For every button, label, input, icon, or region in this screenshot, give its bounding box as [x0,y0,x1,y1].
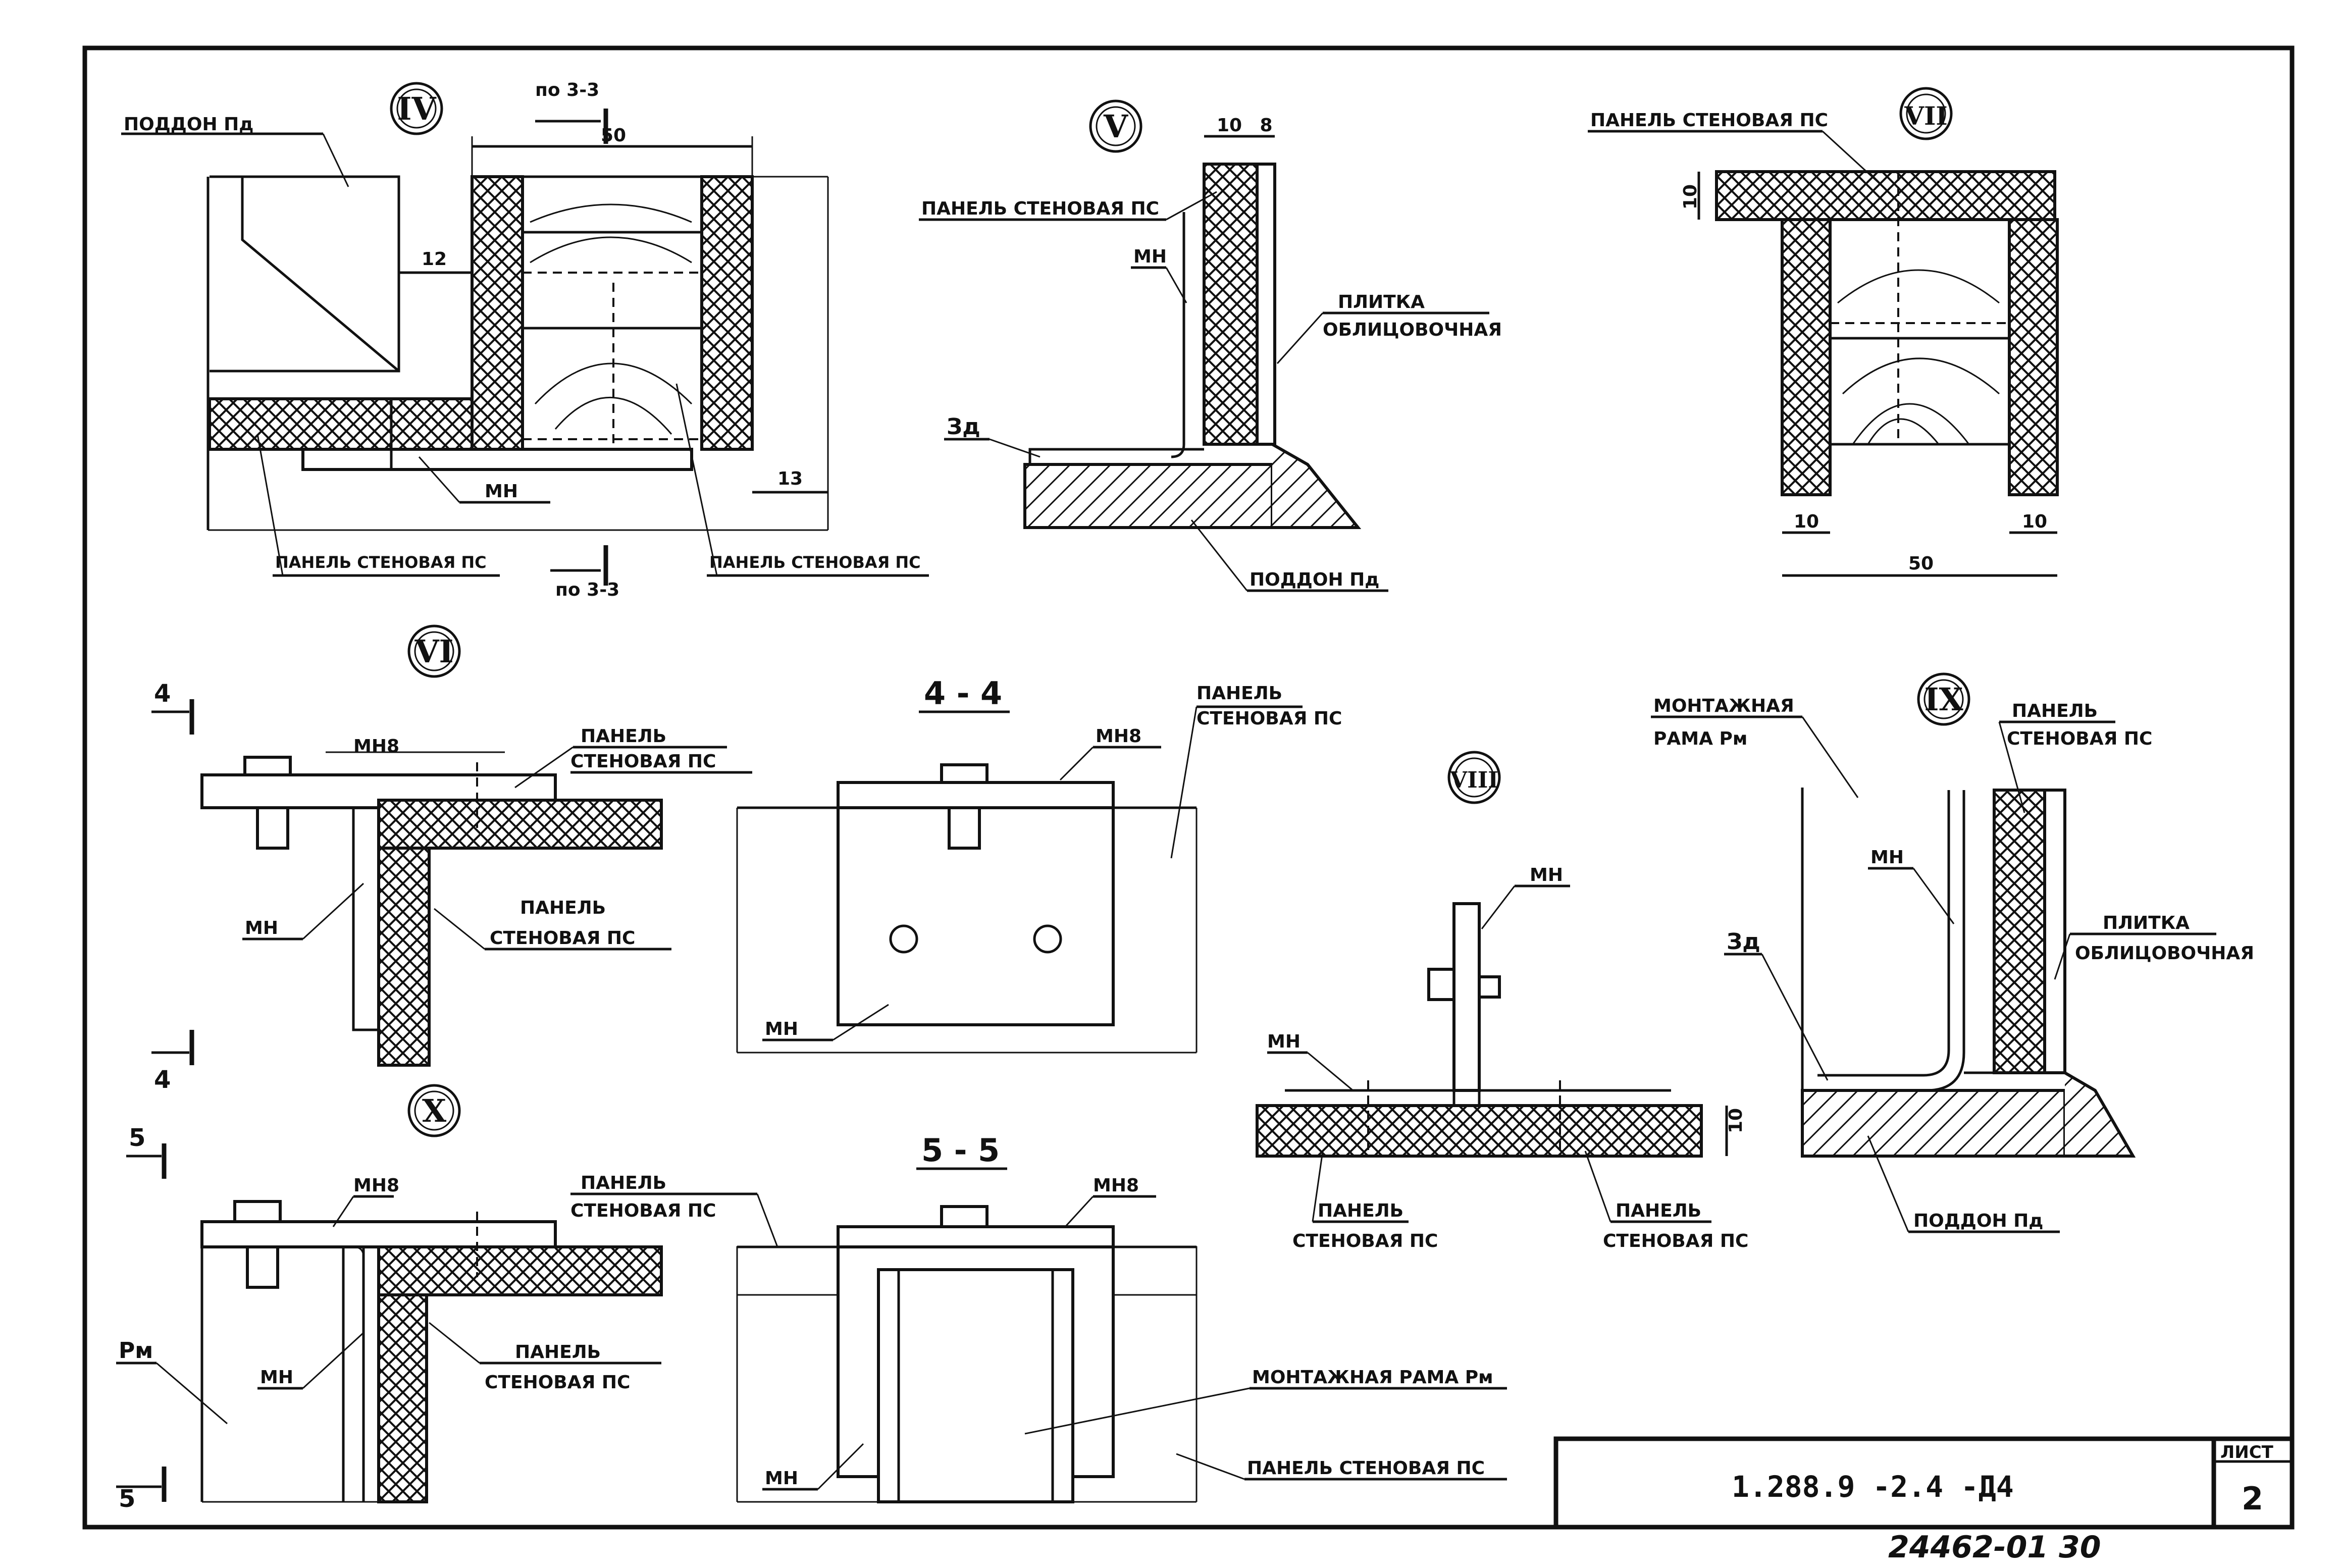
label-mn-vi: МН [245,918,278,938]
dim-10-viii: 10 [1726,1108,1746,1133]
label-zd-ix: Зд [1727,929,1760,955]
label-panel-viii-r2: СТЕНОВАЯ ПС [1603,1231,1748,1251]
section-mark-top-label: по 3-3 [535,80,599,100]
node-viii: VIII 10 МН МН ПАНЕЛЬ СТЕНОВАЯ ПС ПАНЕЛЬ … [1256,751,1748,1251]
node-vi: VI 4 4 МН8 ПАНЕЛЬ СТЕНОВАЯ ПС МН ПАНЕЛЬ … [151,624,752,1094]
node-iv-label: IV [397,90,436,127]
section-5-5-title: 5 - 5 [921,1132,1000,1169]
dim-10-vii-l: 10 [1794,511,1819,532]
designation: 1.288.9 -2.4 -Д4 [1732,1470,2014,1504]
label-panel-viii-l1: ПАНЕЛЬ [1318,1200,1403,1221]
label-zd-v: Зд [947,414,980,440]
node-ix: IX МОНТАЖНАЯ РАМА Рм ПАНЕЛЬ СТЕНОВАЯ ПС … [1651,672,2254,1233]
label-panel-vi-b2: СТЕНОВАЯ ПС [490,928,635,949]
label-panel-viii-l2: СТЕНОВАЯ ПС [1292,1231,1438,1251]
label-panel-vi-b1: ПАНЕЛЬ [520,898,606,918]
dim-13: 13 [777,468,803,489]
label-panel-iv-left: ПАНЕЛЬ СТЕНОВАЯ ПС [275,553,487,572]
dim-12: 12 [422,249,447,270]
section-mark-5-bottom: 5 [119,1485,135,1513]
node-x: X 5 5 МН8 ПАНЕЛЬ СТЕНОВАЯ ПС Рм МН ПАНЕЛ… [116,1084,778,1513]
label-pallet-iv: ПОДДОН Пд [124,114,253,135]
label-panel-vi-a1: ПАНЕЛЬ [581,726,666,747]
section-5-5: 5 - 5 МН8 МОНТАЖНАЯ РАМА Рм ПАНЕЛЬ СТЕНО… [736,1132,1507,1503]
section-mark-5-top: 5 [129,1124,145,1152]
label-mn-viii-top: МН [1530,865,1563,885]
node-x-label: X [422,1092,447,1129]
label-panel-44-2: СТЕНОВАЯ ПС [1197,708,1342,729]
label-frame-55: МОНТАЖНАЯ РАМА Рм [1252,1367,1493,1388]
node-vii: VII 10 10 10 50 ПАНЕЛЬ СТЕНОВАЯ ПС [1588,87,2059,577]
node-v-label: V [1103,108,1128,145]
node-iv: IV по 3-3 по 3-3 50 12 [121,80,929,600]
node-v: V 10 8 ПАНЕЛЬ СТЕНОВАЯ ПС МН ПЛИТКА ОБЛИ… [919,99,1502,592]
label-rm-x: Рм [119,1338,153,1364]
label-frame-ix-2: РАМА Рм [1653,728,1747,749]
node-viii-label: VIII [1449,767,1498,793]
label-panel-55: ПАНЕЛЬ СТЕНОВАЯ ПС [1247,1458,1485,1479]
sheet-border [82,45,2295,1530]
sheet-number: 2 [2242,1480,2263,1517]
node-vii-label: VII [1904,101,1948,131]
dim-50-iv: 50 [601,125,626,146]
label-mn8-55: МН8 [1093,1175,1139,1196]
archive-number: 24462-01 30 [1888,1530,2101,1565]
section-4-4: 4 - 4 МН8 ПАНЕЛЬ СТЕНОВАЯ ПС МН [736,675,1342,1054]
label-mn-ix: МН [1870,847,1904,868]
label-tile-v-1: ПЛИТКА [1338,292,1425,312]
label-panel-iv-right: ПАНЕЛЬ СТЕНОВАЯ ПС [709,553,921,572]
dim-8-v: 8 [1260,115,1272,136]
label-panel-x-a1: ПАНЕЛЬ [581,1173,666,1193]
label-panel-viii-r1: ПАНЕЛЬ [1616,1200,1701,1221]
label-mn8-x: МН8 [353,1175,399,1196]
label-mn-v: МН [1133,246,1167,267]
label-panel-44-1: ПАНЕЛЬ [1197,683,1282,704]
label-mn-55: МН [765,1468,798,1489]
section-mark-bottom-label: по 3-3 [555,580,619,600]
label-mn-x: МН [260,1367,293,1388]
label-pallet-v: ПОДДОН Пд [1250,569,1379,590]
dim-50-vii: 50 [1908,553,1934,574]
section-mark-4-top: 4 [154,680,171,708]
label-panel-x-a2: СТЕНОВАЯ ПС [570,1200,716,1221]
label-panel-v: ПАНЕЛЬ СТЕНОВАЯ ПС [921,198,1159,219]
sheet-label: ЛИСТ [2220,1442,2274,1462]
label-mn8-vi: МН8 [353,736,399,757]
label-panel-vi-a2: СТЕНОВАЯ ПС [570,751,716,772]
label-tile-ix-1: ПЛИТКА [2103,913,2190,933]
dim-10-vii-r: 10 [2022,511,2047,532]
label-panel-vii: ПАНЕЛЬ СТЕНОВАЯ ПС [1590,110,1828,131]
node-vi-label: VI [414,633,453,670]
dim-10-vii-v: 10 [1680,184,1701,210]
label-pallet-ix: ПОДДОН Пд [1913,1211,2043,1231]
label-tile-v-2: ОБЛИЦОВОЧНАЯ [1323,320,1502,340]
section-mark-4-bottom: 4 [154,1066,171,1094]
node-ix-label: IX [1924,681,1963,718]
label-tile-ix-2: ОБЛИЦОВОЧНАЯ [2075,943,2254,964]
label-panel-ix-2: СТЕНОВАЯ ПС [2007,728,2152,749]
dim-10-v: 10 [1217,115,1242,136]
label-mn-iv: МН [485,481,518,502]
label-mn-viii-left: МН [1267,1031,1301,1052]
label-panel-ix-1: ПАНЕЛЬ [2012,701,2098,721]
label-frame-ix-1: МОНТАЖНАЯ [1653,696,1794,716]
label-mn-44: МН [765,1019,798,1039]
label-mn8-44: МН8 [1096,726,1141,747]
title-block: ЛИСТ 1.288.9 -2.4 -Д4 2 [1553,1436,2295,1530]
label-panel-x-b1: ПАНЕЛЬ [515,1342,601,1363]
label-panel-x-b2: СТЕНОВАЯ ПС [485,1372,630,1393]
section-4-4-title: 4 - 4 [924,675,1002,712]
